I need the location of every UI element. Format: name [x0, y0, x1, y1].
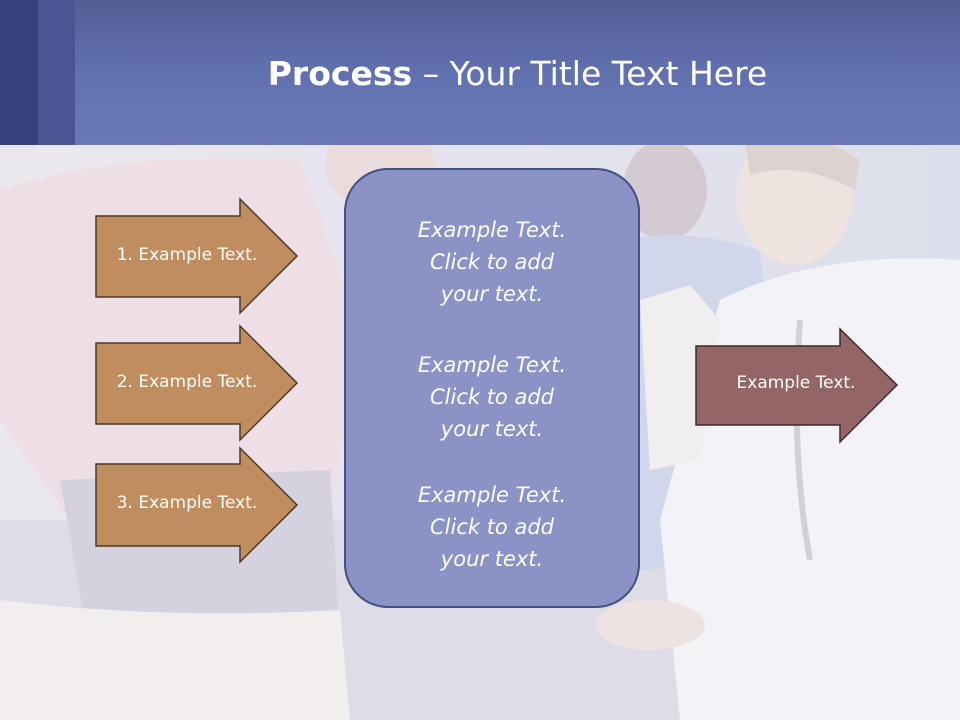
- result-label: Example Text.: [736, 373, 856, 393]
- slide-title[interactable]: Process – Your Title Text Here: [75, 52, 960, 96]
- step-label-3: 3. Example Text.: [116, 493, 258, 513]
- step-arrow-2[interactable]: [95, 324, 299, 442]
- title-rest: – Your Title Text Here: [412, 54, 768, 93]
- title-bold: Process: [267, 54, 413, 93]
- title-accent-dark: [0, 0, 38, 145]
- result-arrow[interactable]: [695, 327, 899, 444]
- step-label-1: 1. Example Text.: [116, 245, 258, 265]
- title-accent-mid: [38, 0, 75, 145]
- center-content-box[interactable]: Example Text. Click to add your text. Ex…: [344, 168, 640, 608]
- step-arrow-3[interactable]: [95, 446, 299, 564]
- center-text-1: Example Text. Click to add your text.: [417, 218, 567, 306]
- center-text-3: Example Text. Click to add your text.: [417, 483, 567, 571]
- center-text-2: Example Text. Click to add your text.: [417, 353, 567, 441]
- title-bar: Process – Your Title Text Here: [0, 0, 960, 145]
- step-label-2: 2. Example Text.: [116, 372, 258, 392]
- step-arrow-1[interactable]: [95, 197, 299, 315]
